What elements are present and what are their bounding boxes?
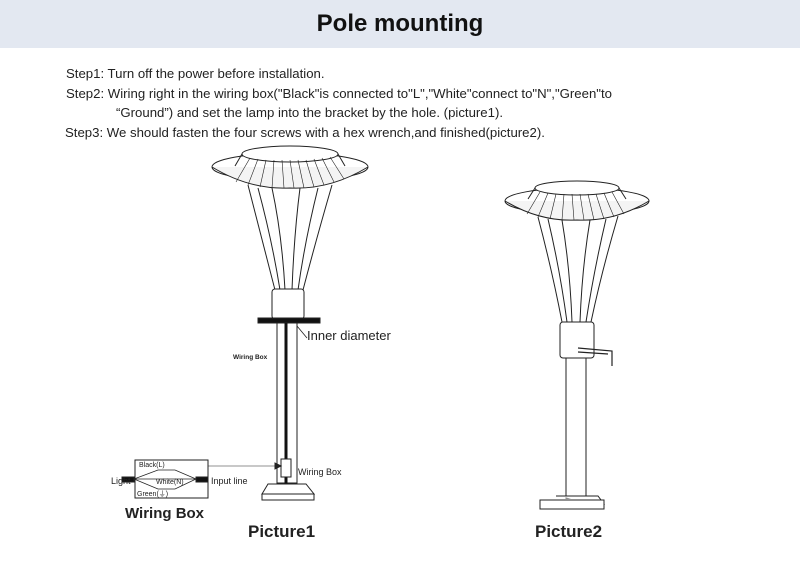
light-label: Light bbox=[111, 476, 131, 486]
wiring-box-label-right: Wiring Box bbox=[298, 467, 342, 477]
picture2-caption: Picture2 bbox=[535, 522, 603, 541]
wiring-box-title: Wiring Box bbox=[125, 505, 205, 522]
green-wire-label: Green(⏚) bbox=[137, 491, 169, 498]
lamp-head-picture2 bbox=[504, 180, 650, 359]
inner-diameter-label: Inner diameter bbox=[307, 328, 391, 343]
mounting-plate bbox=[257, 317, 321, 324]
lamp-head-picture1 bbox=[211, 145, 369, 320]
wiring-diagram bbox=[121, 459, 209, 499]
instructions: Step1: Turn off the power before install… bbox=[65, 64, 612, 142]
pole-picture1 bbox=[261, 322, 316, 501]
title-banner: Pole mounting bbox=[0, 0, 800, 48]
black-wire-label: Black(L) bbox=[139, 462, 165, 469]
pole-picture2 bbox=[539, 357, 605, 510]
page-title: Pole mounting bbox=[316, 10, 484, 37]
input-line-label: Input line bbox=[211, 476, 248, 486]
step-3: Step3: We should fasten the four screws … bbox=[65, 124, 545, 140]
step-2-line-2: “Ground”) and set the lamp into the brac… bbox=[116, 105, 504, 120]
hex-wrench-icon bbox=[577, 347, 613, 366]
step-2-line-1: Step2: Wiring right in the wiring box("B… bbox=[66, 85, 612, 101]
wiring-box-label-small: Wiring Box bbox=[233, 354, 268, 361]
picture1-caption: Picture1 bbox=[248, 522, 316, 541]
step-1: Step1: Turn off the power before install… bbox=[66, 66, 325, 81]
white-wire-label: White(N) bbox=[156, 479, 184, 486]
